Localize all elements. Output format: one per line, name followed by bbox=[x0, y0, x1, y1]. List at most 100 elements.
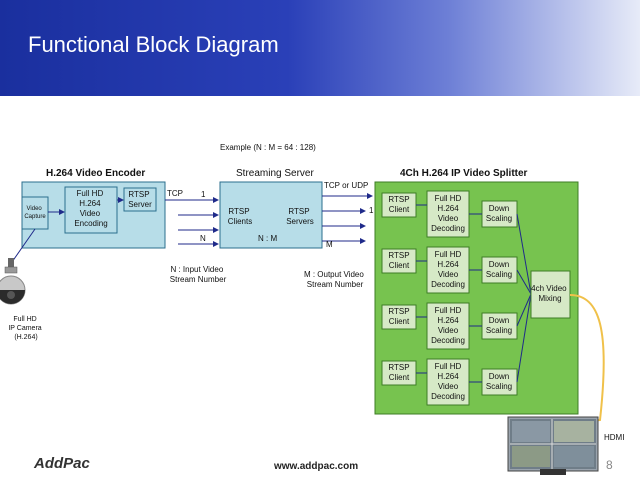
svg-text:Full HD IP Camera (H.2: Full HD IP Camera (H.264) bbox=[8, 316, 43, 341]
decoding-label-1: Full HD bbox=[435, 362, 462, 371]
video-capture-label-1: Video bbox=[27, 206, 43, 212]
rtsp-server-label-2: Server bbox=[128, 200, 152, 209]
decoding-box bbox=[426, 246, 470, 294]
rtsp-client-label-2: Client bbox=[389, 261, 410, 270]
down-scaling-label-1: Down bbox=[489, 204, 509, 213]
encoding-label-1: Full HD bbox=[77, 189, 104, 198]
streaming-title: Streaming Server bbox=[236, 168, 314, 179]
rtsp-client-box bbox=[381, 192, 417, 218]
mixing-label-2: Mixing bbox=[538, 294, 561, 303]
decoding-label-3: Video bbox=[438, 270, 459, 279]
rtsp-server-box bbox=[123, 187, 157, 212]
hdmi-cable bbox=[559, 294, 605, 426]
streaming-server-block bbox=[219, 181, 323, 249]
decoding-label-4: Decoding bbox=[431, 336, 465, 345]
rtsp-client-label-2: Client bbox=[389, 317, 410, 326]
rtsp-client-label-2: Client bbox=[389, 205, 410, 214]
rtsp-client-label-1: RTSP bbox=[388, 251, 409, 260]
camera-label-3: (H.264) bbox=[14, 334, 37, 341]
rtsp-client-box bbox=[381, 360, 417, 386]
rtsp-servers-label-2: Servers bbox=[286, 217, 314, 226]
output-m-label: M bbox=[326, 240, 333, 249]
tcp-udp-label: TCP or UDP bbox=[324, 181, 368, 190]
rtsp-client-label-1: RTSP bbox=[388, 363, 409, 372]
output-note-2: Stream Number bbox=[307, 280, 364, 289]
splitter-title: 4Ch H.264 IP Video Splitter bbox=[400, 168, 528, 179]
encoding-label-4: Encoding bbox=[74, 219, 107, 228]
decoding-label-4: Decoding bbox=[431, 280, 465, 289]
decoding-box bbox=[426, 358, 470, 406]
decoding-label-2: H.264 bbox=[437, 316, 459, 325]
decoding-label-2: H.264 bbox=[437, 260, 459, 269]
down-scaling-label-1: Down bbox=[489, 372, 509, 381]
svg-text:4ch Video Mixing: 4ch Video Mixing bbox=[531, 284, 569, 303]
rtsp-client-label-1: RTSP bbox=[388, 195, 409, 204]
decoding-box bbox=[426, 302, 470, 350]
svg-text:N : Input Video Stream Num: N : Input Video Stream Number bbox=[170, 265, 227, 284]
svg-text:Video Capture: Video Capture bbox=[24, 206, 46, 220]
output-one-label: 1 bbox=[369, 206, 374, 215]
svg-text:RTSP Clients: RTSP Clients bbox=[228, 207, 252, 226]
down-scaling-label-1: Down bbox=[489, 316, 509, 325]
rtsp-client-label-2: Client bbox=[389, 373, 410, 382]
svg-text:M : Output Video Stream Nu: M : Output Video Stream Number bbox=[304, 270, 366, 289]
down-scaling-label-2: Scaling bbox=[486, 382, 512, 391]
mixing-box bbox=[530, 270, 571, 319]
rtsp-clients-label-1: RTSP bbox=[228, 207, 249, 216]
svg-text:Full HD H.264 Video: Full HD H.264 Video Encoding bbox=[74, 189, 107, 228]
encoding-label-2: H.264 bbox=[79, 199, 101, 208]
down-scaling-label-2: Scaling bbox=[486, 214, 512, 223]
tcp-label: TCP bbox=[167, 189, 183, 198]
camera-cable bbox=[11, 228, 36, 263]
down-scaling-label-2: Scaling bbox=[486, 326, 512, 335]
rtsp-servers-label-1: RTSP bbox=[288, 207, 309, 216]
decoding-label-3: Video bbox=[438, 326, 459, 335]
rtsp-client-label-1: RTSP bbox=[388, 307, 409, 316]
hdmi-label: HDMI bbox=[604, 433, 624, 442]
svg-text:RTSP Server: RTSP Server bbox=[128, 190, 152, 209]
page-number: 8 bbox=[606, 458, 613, 472]
encoding-box bbox=[64, 186, 118, 234]
footer-url[interactable]: www.addpac.com bbox=[274, 461, 359, 472]
scaling-to-mixing-line bbox=[516, 293, 532, 383]
example-label: Example (N : M = 64 : 128) bbox=[220, 143, 316, 152]
camera-label-2: IP Camera bbox=[8, 325, 41, 332]
output-note-1: M : Output Video bbox=[304, 270, 364, 279]
decoding-label-2: H.264 bbox=[437, 372, 459, 381]
encoding-label-3: Video bbox=[80, 209, 101, 218]
decoding-label-4: Decoding bbox=[431, 392, 465, 401]
video-capture-label-2: Capture bbox=[24, 214, 46, 220]
title-banner: Functional Block Diagram bbox=[0, 0, 640, 96]
rtsp-server-label-1: RTSP bbox=[128, 190, 149, 199]
rtsp-client-box bbox=[381, 304, 417, 330]
decoding-label-1: Full HD bbox=[435, 306, 462, 315]
n-m-label: N : M bbox=[258, 234, 277, 243]
decoding-label-1: Full HD bbox=[435, 250, 462, 259]
decoding-label-4: Decoding bbox=[431, 224, 465, 233]
down-scaling-label-2: Scaling bbox=[486, 270, 512, 279]
monitor-screen bbox=[507, 416, 599, 475]
camera-label-1: Full HD bbox=[13, 316, 36, 323]
svg-text:RTSP Servers: RTSP Servers bbox=[286, 207, 314, 226]
scaling-to-mixing-line bbox=[516, 293, 532, 327]
decoding-label-3: Video bbox=[438, 214, 459, 223]
input-note-2: Stream Number bbox=[170, 275, 227, 284]
scaling-to-mixing-line bbox=[516, 213, 532, 295]
input-note-1: N : Input Video bbox=[170, 265, 223, 274]
rtsp-clients-label-2: Clients bbox=[228, 217, 252, 226]
scaling-to-mixing-line bbox=[516, 269, 532, 295]
down-scaling-label-1: Down bbox=[489, 260, 509, 269]
decoding-label-3: Video bbox=[438, 382, 459, 391]
